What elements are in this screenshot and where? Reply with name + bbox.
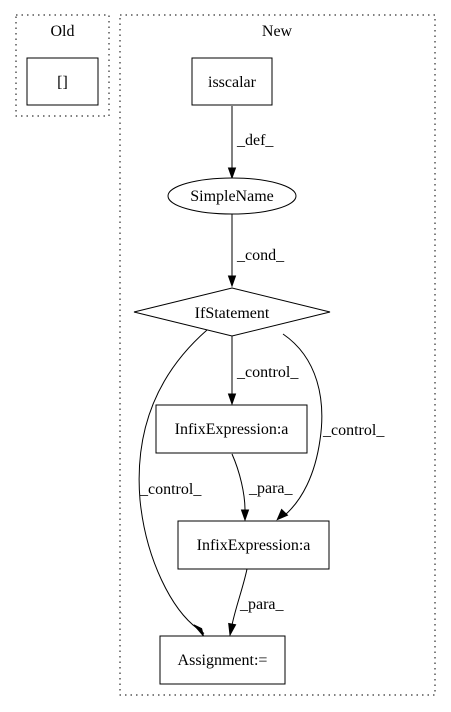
edge-para-assign-label: _para_ [239,596,285,613]
edge-cond: _cond_ [227,214,285,288]
edge-control-assign-label: _control_ [139,481,202,498]
node-infix-2[interactable]: InfixExpression:a [177,520,330,570]
edge-para-infix: _para_ [231,453,294,522]
cluster-new-label: New [262,23,293,40]
edge-control-infix1-label: _control_ [236,364,299,381]
cluster-new: New [119,14,436,696]
node-isscalar-label: isscalar [208,74,257,91]
edge-control-infix2-label: _control_ [322,422,385,439]
node-simple-name[interactable]: SimpleName [167,177,297,215]
edge-def: _def_ [227,106,274,180]
node-old-empty-label: [] [57,74,68,91]
edge-para-infix-label: _para_ [248,480,294,497]
edge-para-assign: _para_ [228,568,285,637]
node-assignment-label: Assignment:= [178,652,268,669]
node-infix-1-label: InfixExpression:a [175,421,289,438]
node-infix-1[interactable]: InfixExpression:a [155,404,308,454]
edge-cond-label: _cond_ [236,247,285,264]
cluster-old: Old [15,14,110,117]
node-old-empty[interactable]: [] [26,57,99,106]
edge-def-label: _def_ [236,132,274,149]
edge-control-assign: _control_ [138,329,208,637]
node-simple-name-label: SimpleName [190,188,274,205]
node-if-statement-label: IfStatement [195,305,270,322]
node-isscalar[interactable]: isscalar [191,57,273,106]
cluster-old-label: Old [51,23,75,40]
edge-control-infix1: _control_ [227,336,299,406]
edge-control-infix2: _control_ [276,333,385,521]
node-assignment[interactable]: Assignment:= [159,635,286,685]
node-infix-2-label: InfixExpression:a [197,537,311,554]
node-if-statement[interactable]: IfStatement [133,287,331,337]
